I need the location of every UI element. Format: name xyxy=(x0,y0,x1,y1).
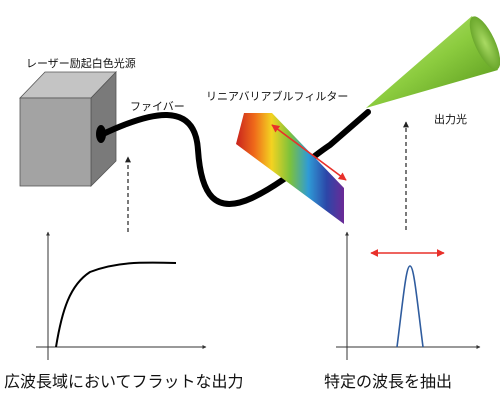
light-source-label: レーザー励起白色光源 xyxy=(26,57,136,70)
light-source-cube-icon xyxy=(19,71,117,187)
spectrum-filter-strip-icon xyxy=(236,113,344,224)
filter-label: リニアバリアブルフィルター xyxy=(206,90,349,103)
filter-slide-arrow xyxy=(271,124,347,181)
output-light-label: 出力光 xyxy=(434,113,467,126)
flat-output-caption: 広波長域においてフラットな出力 xyxy=(4,372,244,391)
output-light-cone-icon xyxy=(366,16,500,108)
fiber-label: ファイバー xyxy=(130,100,185,113)
flat-output-graph xyxy=(36,231,207,360)
extract-wavelength-caption: 特定の波長を抽出 xyxy=(324,372,453,391)
extracted-wavelength-graph xyxy=(336,231,481,360)
